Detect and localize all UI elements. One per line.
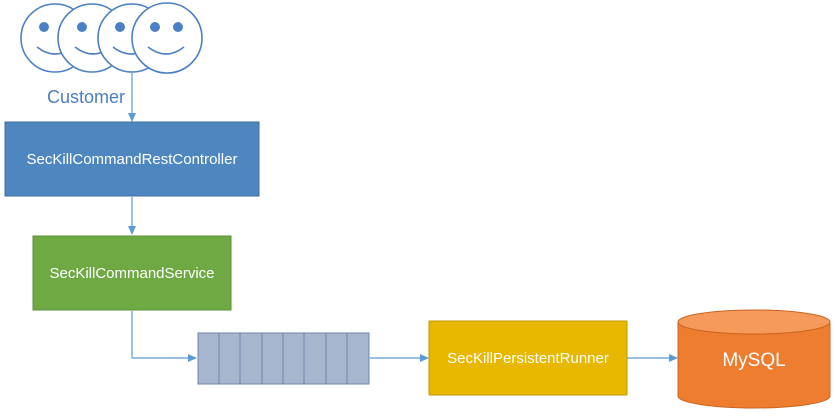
- runner-label: SecKillPersistentRunner: [447, 350, 609, 367]
- database-icon: MySQL: [677, 309, 831, 409]
- mysql-label: MySQL: [722, 350, 785, 371]
- customer-label: Customer: [47, 87, 125, 107]
- controller-label: SecKillCommandRestController: [27, 151, 238, 168]
- queue-icon: [197, 332, 370, 385]
- arrow-service-to-queue: [131, 311, 197, 362]
- runner-box: SecKillPersistentRunner: [428, 320, 628, 396]
- customer-group: Customer: [20, 2, 203, 107]
- controller-box: SecKillCommandRestController: [4, 121, 260, 197]
- service-box: SecKillCommandService: [32, 235, 232, 311]
- service-label: SecKillCommandService: [49, 265, 214, 282]
- smiley-face-icon: [131, 2, 203, 74]
